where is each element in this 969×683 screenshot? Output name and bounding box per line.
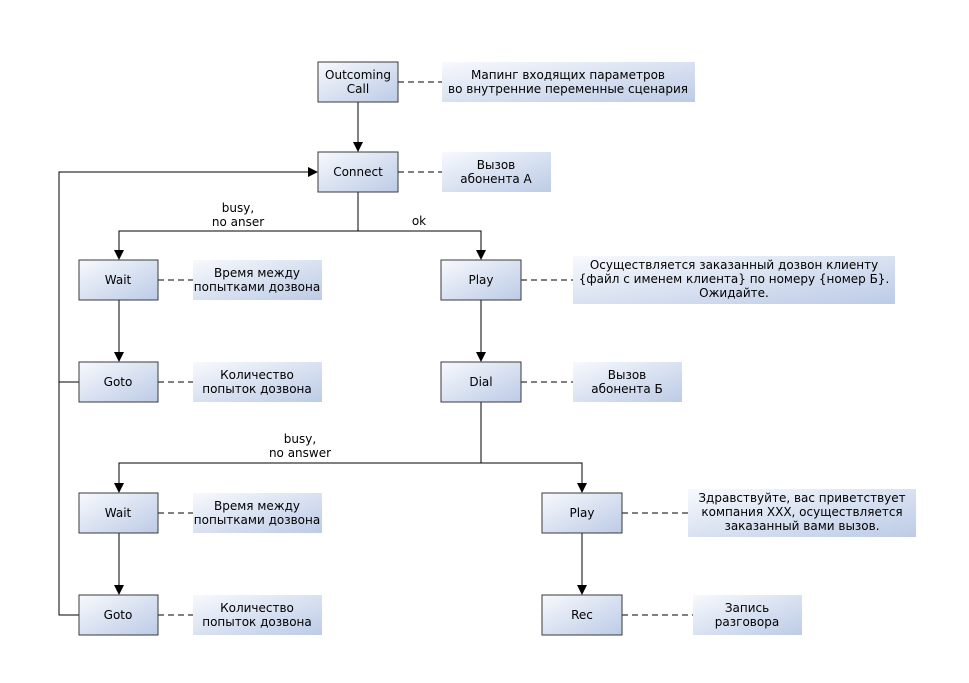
note-play-2-line-2: компания XXX, осуществляется: [701, 505, 902, 519]
note-wait-1-line-1: Время между: [214, 266, 300, 280]
edge-connect-branch-right: [358, 230, 486, 260]
note-play-1-line-2: {файл с именем клиента} по номеру {номер…: [579, 272, 890, 286]
node-play-1-label: Play: [468, 273, 493, 287]
note-wait-2-line-1: Время между: [214, 499, 300, 513]
node-wait-1: Wait: [78, 259, 159, 301]
note-goto-2-line-1: Количество: [220, 601, 294, 615]
label-ok: ok: [412, 214, 426, 228]
note-play-2-line-1: Здравствуйте, вас приветствует: [698, 491, 905, 505]
label-busy-no-answer: busy,no answer: [269, 432, 331, 460]
node-play-1: Play: [440, 259, 522, 301]
note-play-1-line-1: Осуществляется заказанный дозвон клиенту: [590, 258, 878, 272]
node-goto-2: Goto: [78, 594, 159, 636]
note-goto-1-line-1: Количество: [220, 368, 294, 382]
label-busy-no-anser-line-2: no anser: [212, 215, 264, 229]
note-rec-line-1: Запись: [725, 601, 769, 615]
node-wait-2-label: Wait: [105, 506, 132, 520]
label-busy-no-anser: busy,no anser: [212, 201, 264, 229]
node-connect: Connect: [317, 151, 399, 193]
note-call-a-line-2: абонента А: [460, 172, 532, 186]
note-wait-2-line-2: попытками дозвона: [194, 513, 320, 527]
node-goto-2-label: Goto: [104, 608, 133, 622]
note-links: [158, 81, 693, 616]
edge-dial-branch-left: [114, 402, 482, 493]
node-goto-1-label: Goto: [104, 375, 133, 389]
edge-connect-branch-left: [114, 192, 359, 260]
node-outcoming-call-line-1: Outcoming: [325, 68, 391, 82]
node-rec-label: Rec: [571, 608, 593, 622]
note-goto-2-line-2: попыток дозвона: [202, 615, 312, 629]
note-wait-1-line-2: попытками дозвона: [194, 280, 320, 294]
note-play-1-line-3: Ожидайте.: [699, 286, 769, 300]
node-outcoming-call-line-2: Call: [347, 82, 369, 96]
svg-text:Осуществляется заказанный дозв: Осуществляется заказанный дозвон клиенту…: [579, 258, 890, 300]
node-play-2-label: Play: [569, 506, 594, 520]
node-rec: Rec: [541, 594, 623, 636]
node-wait-1-label: Wait: [105, 273, 132, 287]
node-dial: Dial: [440, 361, 522, 403]
edge-dial-branch-right: [481, 462, 587, 493]
edge-goto-loop-back: [58, 167, 318, 616]
node-goto-1: Goto: [78, 361, 159, 403]
note-mapping-line-2: во внутренние переменные сценария: [448, 82, 688, 96]
note-goto-1-line-2: попыток дозвона: [202, 382, 312, 396]
node-play-2: Play: [541, 492, 623, 534]
node-wait-2: Wait: [78, 492, 159, 534]
note-play-2-line-3: заказанный вами вызов.: [724, 519, 879, 533]
label-busy-no-answer-line-2: no answer: [269, 446, 331, 460]
label-busy-no-anser-line-1: busy,: [222, 201, 254, 215]
note-call-b-line-2: абонента Б: [591, 382, 663, 396]
note-call-a-line-1: Вызов: [477, 158, 516, 172]
note-rec-line-2: разговора: [715, 615, 779, 629]
label-busy-no-answer-line-1: busy,: [284, 432, 316, 446]
note-call-b-line-1: Вызов: [608, 368, 647, 382]
note-mapping-line-1: Мапинг входящих параметров: [471, 68, 665, 82]
node-dial-label: Dial: [469, 375, 492, 389]
connectors: [58, 102, 587, 616]
node-connect-label: Connect: [333, 165, 383, 179]
note-play-1: Осуществляется заказанный дозвон клиенту…: [573, 256, 895, 304]
